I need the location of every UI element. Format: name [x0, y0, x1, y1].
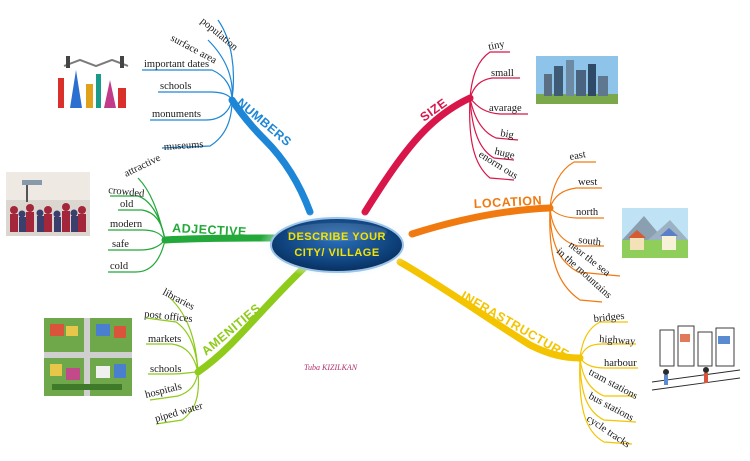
location-twigs [549, 161, 621, 303]
size-item-3: big [499, 128, 515, 141]
branch-numbers: population surface area important dates … [142, 16, 314, 216]
infrastructure-item-0: bridges [593, 311, 625, 325]
adjective-item-3: modern [110, 219, 143, 230]
center-title-line2: CITY/ VILLAGE [294, 247, 379, 259]
location-item-0: east [569, 149, 587, 163]
adjective-label: ADJECTIVE [172, 221, 247, 239]
numbers-main-curve [228, 96, 314, 216]
village-illustration [622, 208, 688, 258]
infrastructure-twigs [579, 321, 638, 445]
numbers-item-4: monuments [152, 109, 201, 120]
amenities-item-3: schools [150, 364, 182, 375]
center-title-line1: DESCRIBE YOUR [288, 231, 386, 243]
center-ellipse [270, 217, 404, 273]
location-item-3: south [578, 235, 603, 248]
amenities-item-0: libraries [161, 287, 197, 313]
street-sketch-illustration [650, 320, 742, 392]
amenities-item-5: piped water [154, 401, 205, 425]
size-item-4: huge [493, 146, 516, 162]
infrastructure-item-2: harbour [604, 358, 637, 369]
location-item-1: west [578, 177, 597, 188]
infrastructure-item-1: highway [599, 334, 637, 348]
numbers-item-3: schools [160, 81, 192, 92]
skyline-photo [536, 56, 618, 104]
adjective-item-2: old [120, 199, 134, 210]
crowd-photo [6, 172, 90, 236]
landmarks-illustration [52, 52, 134, 110]
branch-adjective: attractive crowded old modern safe cold … [108, 153, 282, 273]
size-twigs [469, 51, 528, 181]
numbers-item-2: important dates [144, 59, 209, 70]
author-credit: Tuba KIZILKAN [304, 363, 358, 372]
amenities-item-1: post offices [144, 309, 193, 325]
location-main-curve [408, 204, 554, 238]
adjective-item-0: attractive [122, 153, 162, 180]
size-item-1: small [491, 68, 514, 79]
amenities-item-2: markets [148, 334, 181, 345]
branch-size: tiny small avarage big huge enorm ous SI… [361, 39, 528, 216]
numbers-twigs [142, 19, 235, 149]
center-node: DESCRIBE YOUR CITY/ VILLAGE [259, 211, 415, 279]
adjective-item-1: crowded [108, 185, 146, 200]
adjective-item-5: cold [110, 261, 129, 272]
amenities-main-curve [194, 262, 310, 376]
infrastructure-main-curve [396, 258, 584, 362]
location-item-2: north [576, 207, 599, 218]
adjective-twigs [108, 177, 166, 273]
amenities-label: AMENITIES [199, 301, 264, 358]
adjective-item-4: safe [112, 239, 129, 250]
numbers-item-5: museums [163, 139, 203, 153]
town-map-illustration [44, 318, 132, 396]
center-gloss [287, 223, 387, 241]
branch-amenities: libraries post offices markets schools h… [144, 262, 310, 425]
size-item-2: avarage [489, 103, 522, 114]
size-main-curve [361, 94, 474, 216]
infrastructure-label: INFRASTRUCTURE [459, 288, 572, 361]
amenities-twigs [145, 297, 200, 425]
location-label: LOCATION [473, 193, 542, 211]
size-item-0: tiny [487, 39, 506, 53]
